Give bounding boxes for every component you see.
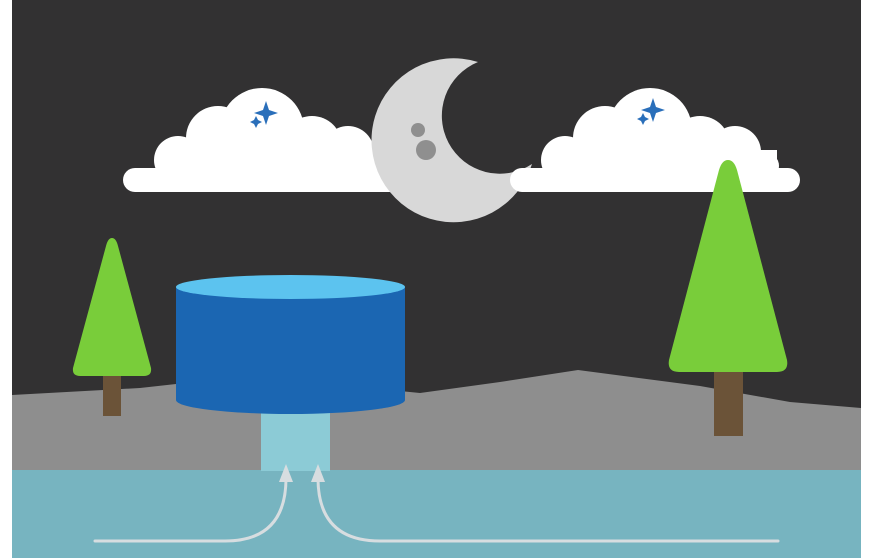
left-tree-trunk — [103, 370, 121, 416]
water — [12, 470, 861, 558]
tank-body — [176, 287, 405, 414]
right-tree-trunk — [714, 368, 743, 436]
tank-top — [176, 275, 405, 299]
tank-outflow-column — [261, 405, 330, 471]
water-tank-icon — [176, 275, 405, 414]
